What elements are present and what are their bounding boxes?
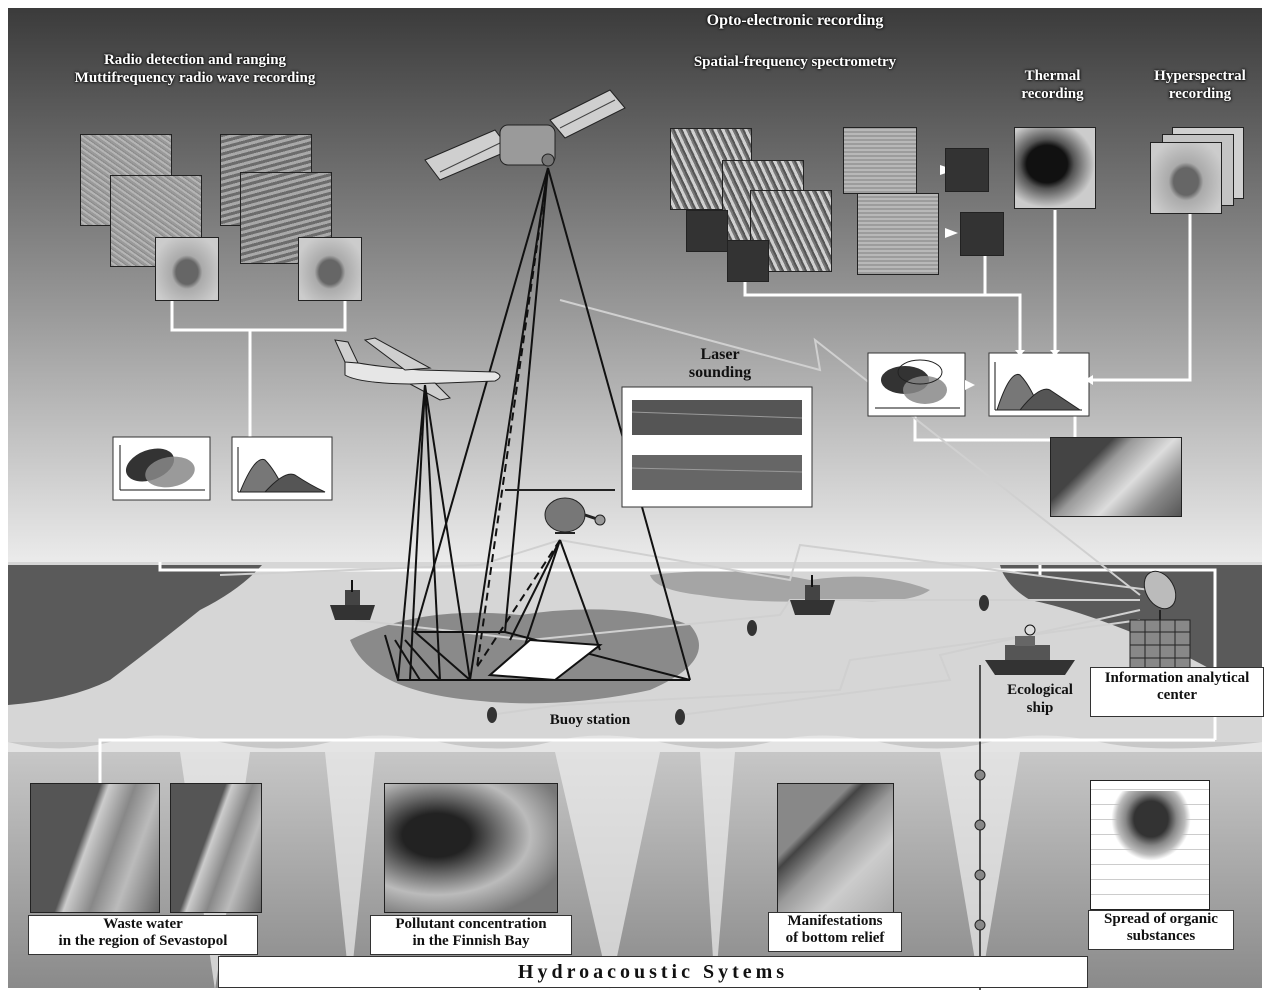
- sonar-cone-3: [555, 752, 660, 990]
- information-center-line2: center: [1157, 687, 1197, 703]
- spectrometry-spectrum-2: [960, 212, 1004, 256]
- optical-spectrum-2: [727, 240, 769, 282]
- distribution-chart-right: [988, 352, 1090, 417]
- wave-line: [8, 735, 1262, 752]
- satellite-beams: [412, 167, 691, 681]
- distribution-chart-left: [231, 436, 333, 501]
- waste-water-label: Waste water in the region of Sevastopol: [28, 915, 258, 955]
- laser-sounding-panel: [621, 386, 813, 508]
- sonar-node: [974, 919, 986, 931]
- spectrometry-image-2: [857, 193, 939, 275]
- airplane-icon: [334, 337, 501, 401]
- ecological-ship-icon: [985, 624, 1075, 675]
- warship-icon: [790, 575, 835, 615]
- sonar-node: [974, 869, 986, 881]
- ecological-ship-label-line2: ship: [1026, 700, 1054, 716]
- hyperspectral-title-line1: Hyperspectral: [1154, 68, 1246, 84]
- opto-electronic-title: Opto-electronic recording: [706, 12, 884, 29]
- radar-spectrum-1: [155, 237, 219, 301]
- airplane-beams: [384, 384, 471, 681]
- information-center-icon: [1129, 570, 1191, 671]
- bottom-relief-photo: [777, 783, 894, 913]
- radio-links: [219, 299, 1151, 716]
- buoy-station-label: Buoy station: [549, 712, 631, 728]
- laser-title-line1: Laser: [700, 346, 740, 363]
- sonar-node: [974, 819, 986, 831]
- laser-title-line2: sounding: [688, 364, 752, 381]
- information-center-label: Information analytical center: [1090, 667, 1264, 717]
- bottom-relief-line1: Manifestations: [787, 913, 883, 929]
- left-coast: [8, 565, 262, 705]
- organic-label: Spread of organic substances: [1088, 910, 1234, 950]
- optical-spectrum-1: [686, 210, 728, 252]
- organic-line1: Spread of organic: [1104, 911, 1218, 927]
- sonar-node: [974, 769, 986, 781]
- helicopter-footprint: [487, 638, 603, 682]
- sevastopol-photo-2: [170, 783, 262, 913]
- helicopter-icon: [505, 489, 615, 534]
- spatial-frequency-title: Spatial-frequency spectrometry: [693, 54, 897, 70]
- satellite-icon: [424, 89, 626, 181]
- spectrometry-image-1: [843, 127, 917, 194]
- pollutant-label: Pollutant concentration in the Finnish B…: [370, 915, 572, 955]
- right-coast: [1000, 565, 1262, 700]
- spectrometry-spectrum-1: [945, 148, 989, 192]
- hydroacoustic-systems-banner: Hydroacoustic Sytems: [218, 956, 1088, 988]
- waste-water-line2: in the region of Sevastopol: [58, 933, 228, 949]
- radar-spectrum-2: [298, 237, 362, 301]
- optical-image-1: [670, 128, 752, 210]
- ellipse-chart-left: [112, 436, 211, 501]
- sevastopol-photo-1: [30, 783, 160, 913]
- information-center-line1: Information analytical: [1104, 670, 1250, 686]
- thermal-title-line2: recording: [1021, 86, 1084, 102]
- pollutant-line2: in the Finnish Bay: [412, 933, 530, 949]
- ellipse-chart-right: [867, 352, 966, 417]
- bottom-relief-line2: of bottom relief: [785, 930, 885, 946]
- fused-map-image: [1050, 437, 1182, 517]
- sonar-cone-2: [325, 752, 375, 990]
- organic-spread-blob: [1111, 791, 1191, 861]
- warship-icon: [330, 580, 375, 620]
- radio-title-line1: Radio detection and ranging: [103, 52, 287, 68]
- thermal-title-line1: Thermal: [1024, 68, 1081, 84]
- sonar-cone-4: [700, 752, 735, 990]
- oil-slick-far: [650, 571, 930, 602]
- organic-spread-map: [1090, 780, 1210, 910]
- ecological-ship-label-line1: Ecological: [1007, 682, 1073, 698]
- finnish-bay-photo: [384, 783, 558, 913]
- hyperspectral-title-line2: recording: [1168, 86, 1232, 102]
- bottom-relief-label: Manifestations of bottom relief: [768, 912, 902, 952]
- connection-lines: [98, 210, 1217, 790]
- pollutant-line1: Pollutant concentration: [395, 916, 547, 932]
- thermal-image: [1014, 127, 1096, 209]
- waste-water-line1: Waste water: [103, 916, 183, 932]
- buoy-icons: [487, 595, 989, 725]
- organic-line2: substances: [1126, 928, 1196, 944]
- hyperspectral-layer-3: [1150, 142, 1222, 214]
- radio-title-line2: Muttifrequency radio wave recording: [74, 70, 316, 86]
